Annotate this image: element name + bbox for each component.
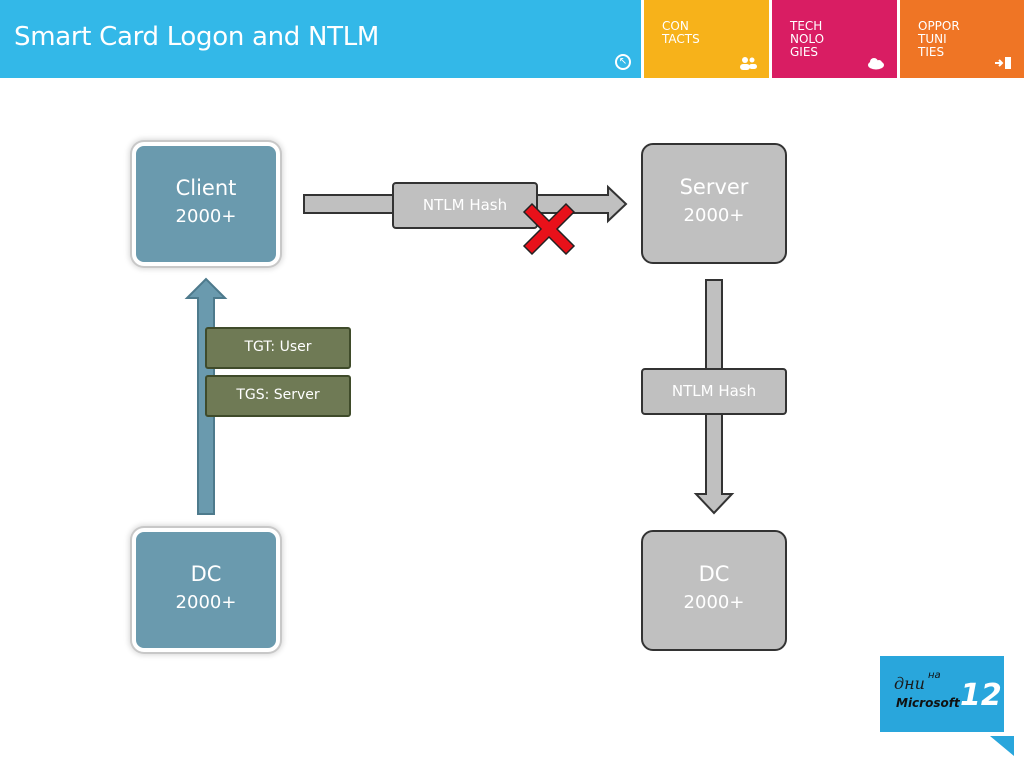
client-name: Client bbox=[175, 176, 237, 200]
cloud-icon bbox=[868, 58, 884, 70]
tgs-server-label: TGS: Server bbox=[205, 375, 351, 417]
header: Smart Card Logon and NTLM ↖ CON TACTS TE… bbox=[0, 0, 1024, 78]
dc-right-name: DC bbox=[698, 562, 730, 586]
logo-corner bbox=[990, 736, 1014, 756]
dc-right-box: DC 2000+ bbox=[641, 530, 787, 651]
dc-left-version: 2000+ bbox=[175, 592, 237, 613]
tile-contacts-label: CON TACTS bbox=[662, 19, 700, 46]
dc-left-box: DC 2000+ bbox=[132, 528, 280, 652]
blocked-x-icon bbox=[522, 202, 576, 256]
page-title: Smart Card Logon and NTLM bbox=[14, 22, 380, 52]
ntlm-hash-label-top: NTLM Hash bbox=[392, 182, 538, 229]
people-icon bbox=[740, 57, 757, 70]
logo-number: 12 bbox=[960, 678, 1002, 713]
client-version: 2000+ bbox=[175, 206, 237, 227]
tile-contacts[interactable]: CON TACTS bbox=[644, 0, 769, 78]
title-bar: Smart Card Logon and NTLM ↖ bbox=[0, 0, 641, 78]
client-box: Client 2000+ bbox=[132, 142, 280, 266]
ntlm-hash-label-right: NTLM Hash bbox=[641, 368, 787, 415]
tile-technologies[interactable]: TECH NOLO GIES bbox=[772, 0, 897, 78]
server-box: Server 2000+ bbox=[641, 143, 787, 264]
tile-opportunities[interactable]: OPPOR TUNI TIES bbox=[900, 0, 1024, 78]
tgt-user-label: TGT: User bbox=[205, 327, 351, 369]
exit-icon bbox=[995, 57, 1011, 69]
logo-brand: Microsoft bbox=[896, 696, 960, 710]
tile-opportunities-label: OPPOR TUNI TIES bbox=[918, 19, 960, 59]
back-icon[interactable]: ↖ bbox=[615, 54, 631, 70]
logo-superscript: на bbox=[928, 670, 941, 681]
dc-left-name: DC bbox=[190, 562, 222, 586]
event-logo: дни на Microsoft 12 bbox=[880, 656, 1004, 732]
server-name: Server bbox=[679, 175, 749, 199]
logo-text: дни bbox=[894, 674, 925, 693]
dc-right-version: 2000+ bbox=[683, 592, 745, 613]
tile-technologies-label: TECH NOLO GIES bbox=[790, 19, 825, 59]
server-version: 2000+ bbox=[683, 205, 745, 226]
